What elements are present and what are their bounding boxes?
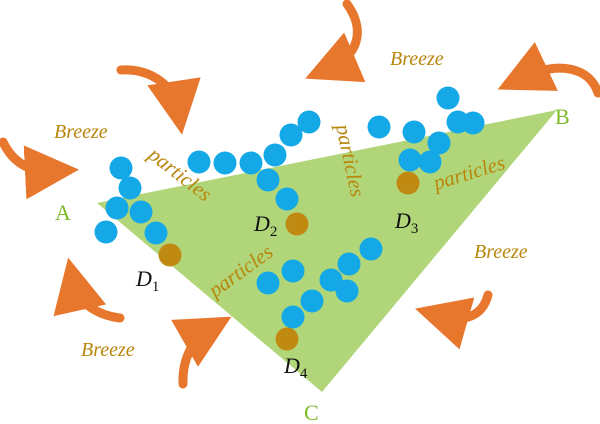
device-node-d1 [158, 243, 182, 267]
breeze-label: Breeze [474, 241, 528, 263]
particle-circle [281, 305, 305, 329]
breeze-arrows [0, 0, 600, 389]
device-nodes [158, 171, 420, 351]
breeze-label: Breeze [390, 48, 444, 70]
particle-circle [94, 220, 118, 244]
breeze-label: Breeze [81, 339, 135, 361]
device-node-d3 [396, 171, 420, 195]
device-label-d3: D3 [394, 208, 418, 237]
particle-circle [402, 120, 426, 144]
device-label-d4: D4 [283, 353, 308, 382]
vertex-label-b: B [555, 104, 570, 129]
particle-circle [297, 110, 321, 134]
particle-circle [427, 131, 451, 155]
breeze-label: Breeze [54, 121, 108, 143]
curved-arrow-icon [305, 0, 366, 83]
particle-circle [398, 148, 422, 172]
particle-circle [436, 86, 460, 110]
particle-circle [319, 268, 343, 292]
particle-circle [263, 143, 287, 167]
particle-circle [144, 221, 168, 245]
particle-circle [335, 279, 359, 303]
particle-circle [300, 289, 324, 313]
particle-circle [213, 151, 237, 175]
particle-clusters [94, 86, 485, 329]
particle-circle [461, 111, 485, 135]
vertex-label-a: A [55, 200, 71, 225]
particle-circle [239, 151, 263, 175]
vertex-label-c: C [304, 400, 319, 424]
triangle-region [97, 110, 557, 392]
device-node-d4 [275, 327, 299, 351]
particle-circle [109, 156, 133, 180]
device-node-d2 [285, 212, 309, 236]
particle-circle [118, 176, 142, 200]
particle-circle [256, 168, 280, 192]
curved-arrow-icon [415, 290, 493, 350]
particle-circle [105, 196, 129, 220]
particle-circle [129, 200, 153, 224]
curved-arrow-icon [497, 42, 600, 98]
particle-circle [367, 115, 391, 139]
particle-circle [275, 187, 299, 211]
curved-arrow-icon [116, 65, 201, 135]
particle-circle [337, 252, 361, 276]
particle-circle [279, 123, 303, 147]
device-label-d2: D2 [253, 211, 277, 240]
particle-circle [256, 271, 280, 295]
curved-arrow-icon [0, 137, 79, 200]
particle-circle [187, 150, 211, 174]
particle-circle [418, 150, 442, 174]
particle-circle [281, 259, 305, 283]
device-label-d1: D1 [135, 266, 159, 295]
curved-arrow-icon [171, 316, 232, 389]
particle-circle [359, 237, 383, 261]
curved-arrow-icon [53, 257, 125, 323]
